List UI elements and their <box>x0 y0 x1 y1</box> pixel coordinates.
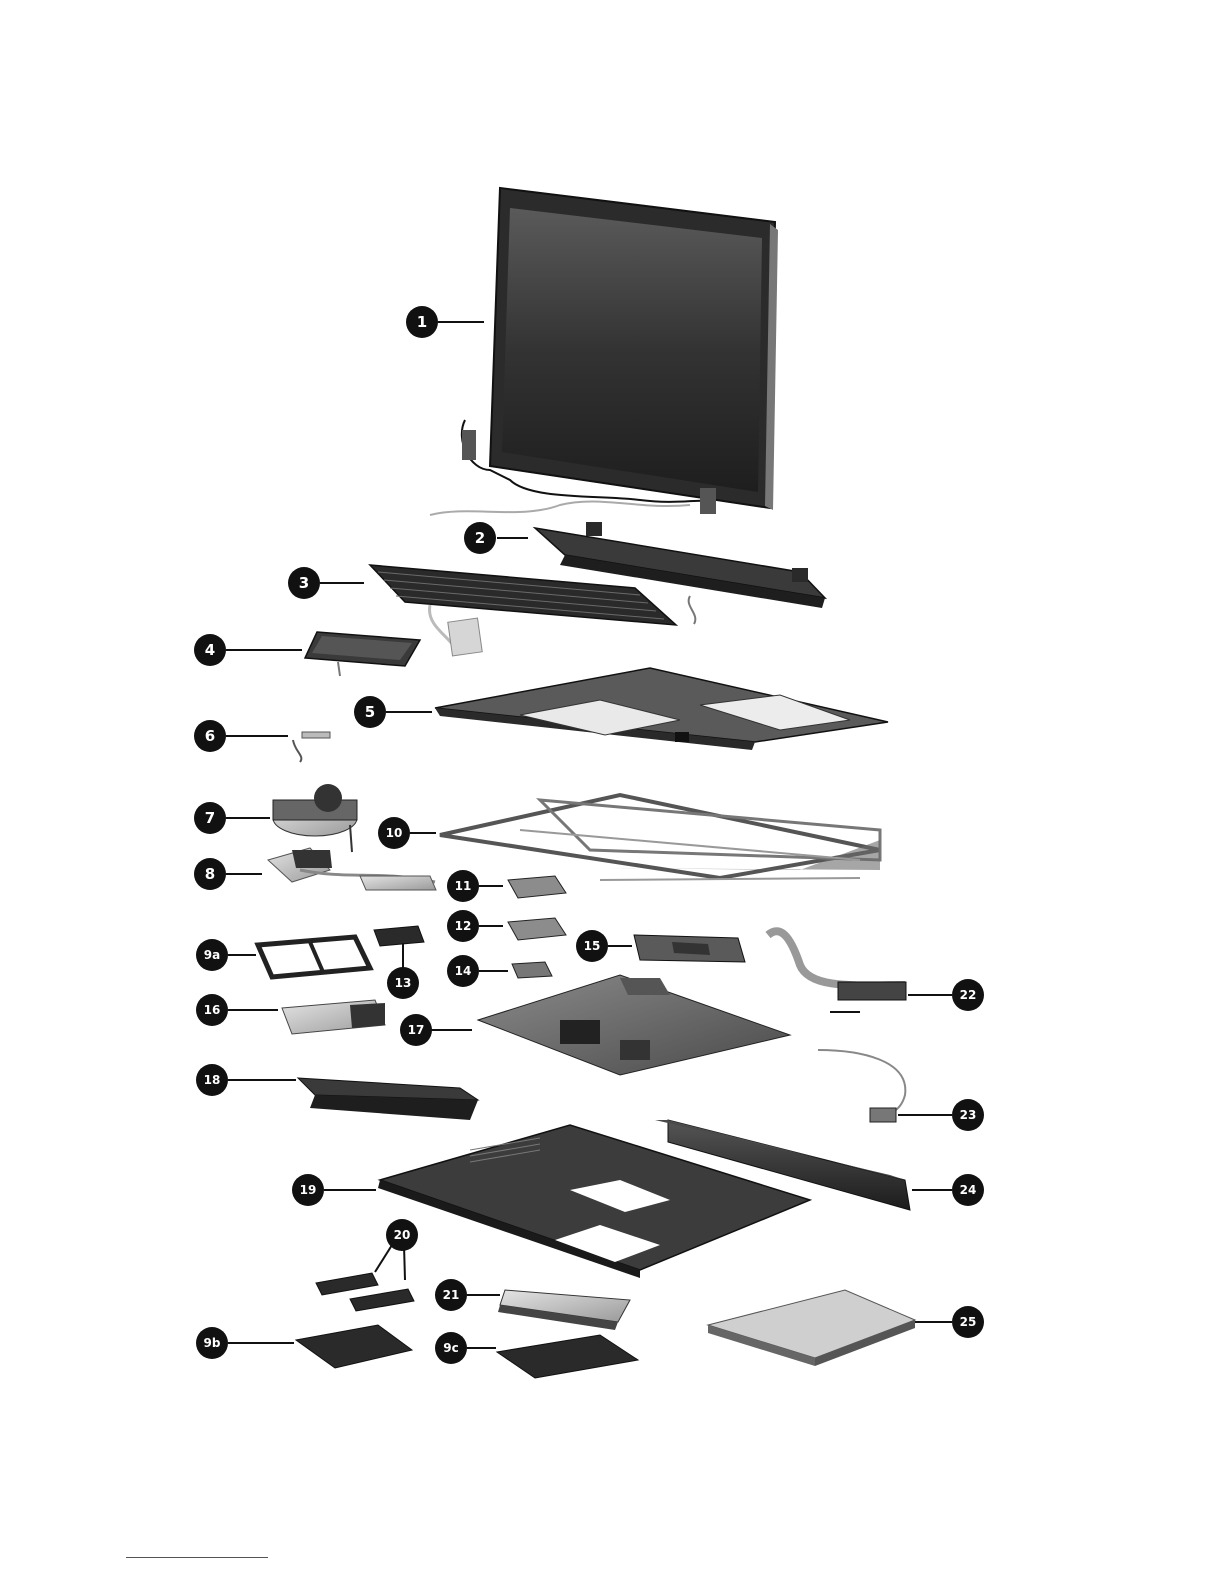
svg-text:14: 14 <box>455 964 472 978</box>
footer-rule <box>126 1557 268 1558</box>
callout-2: 2 <box>464 522 496 554</box>
svg-text:5: 5 <box>365 703 375 721</box>
svg-text:9c: 9c <box>443 1341 458 1355</box>
callout-19: 19 <box>292 1174 324 1206</box>
base-frame <box>440 795 880 880</box>
callout-9b: 9b <box>196 1327 228 1359</box>
callout-21: 21 <box>435 1279 467 1311</box>
heat-sink <box>268 848 436 890</box>
svg-text:25: 25 <box>960 1315 977 1329</box>
callout-3: 3 <box>288 567 320 599</box>
svg-text:9a: 9a <box>204 948 220 962</box>
svg-text:4: 4 <box>205 641 215 659</box>
callout-13: 13 <box>387 967 419 999</box>
cable-22 <box>768 931 906 1012</box>
callout-12: 12 <box>447 910 479 942</box>
touchpad <box>305 632 420 676</box>
callout-1: 1 <box>406 306 438 338</box>
callout-4: 4 <box>194 634 226 666</box>
svg-text:8: 8 <box>205 865 215 883</box>
processor <box>634 935 745 962</box>
svg-text:21: 21 <box>443 1288 460 1302</box>
svg-text:6: 6 <box>205 727 215 745</box>
top-cover <box>435 668 888 750</box>
module-11 <box>508 876 566 898</box>
svg-text:24: 24 <box>960 1183 977 1197</box>
svg-text:3: 3 <box>299 574 309 592</box>
module-13 <box>374 926 424 946</box>
svg-text:7: 7 <box>205 809 215 827</box>
callout-23: 23 <box>952 1099 984 1131</box>
svg-text:23: 23 <box>960 1108 977 1122</box>
svg-text:12: 12 <box>455 919 472 933</box>
callout-24: 24 <box>952 1174 984 1206</box>
svg-text:16: 16 <box>204 1003 221 1017</box>
svg-text:17: 17 <box>408 1023 425 1037</box>
svg-text:18: 18 <box>204 1073 221 1087</box>
callout-9c: 9c <box>435 1332 467 1364</box>
module-12 <box>508 918 566 940</box>
svg-text:20: 20 <box>394 1228 411 1242</box>
cover-9c <box>497 1335 638 1378</box>
callout-6: 6 <box>194 720 226 752</box>
display-assembly <box>430 188 778 515</box>
card-reader <box>282 1000 385 1034</box>
module-14 <box>512 962 552 978</box>
callout-20: 20 <box>386 1219 418 1251</box>
callout-16: 16 <box>196 994 228 1026</box>
memory-modules <box>316 1273 414 1311</box>
callout-10: 10 <box>378 817 410 849</box>
small-cable <box>293 732 330 762</box>
cable-23 <box>818 1050 905 1122</box>
svg-text:19: 19 <box>300 1183 317 1197</box>
cover-9a <box>258 937 370 977</box>
callout-7: 7 <box>194 802 226 834</box>
svg-text:9b: 9b <box>204 1336 221 1350</box>
fan <box>273 784 357 852</box>
callout-14: 14 <box>447 955 479 987</box>
svg-text:2: 2 <box>475 529 485 547</box>
svg-text:15: 15 <box>584 939 601 953</box>
svg-text:22: 22 <box>960 988 977 1002</box>
optical-drive <box>708 1290 915 1366</box>
callout-8: 8 <box>194 858 226 890</box>
callout-9a: 9a <box>196 939 228 971</box>
callout-5: 5 <box>354 696 386 728</box>
svg-text:13: 13 <box>395 976 412 990</box>
callout-18: 18 <box>196 1064 228 1096</box>
svg-text:1: 1 <box>417 313 427 331</box>
callout-15: 15 <box>576 930 608 962</box>
callout-17: 17 <box>400 1014 432 1046</box>
callout-25: 25 <box>952 1306 984 1338</box>
system-board <box>478 975 790 1075</box>
bracket-18 <box>298 1078 478 1120</box>
callout-22: 22 <box>952 979 984 1011</box>
svg-text:11: 11 <box>455 879 472 893</box>
cover-9b <box>296 1325 412 1368</box>
callout-11: 11 <box>447 870 479 902</box>
hard-drive <box>498 1290 630 1330</box>
svg-text:10: 10 <box>386 826 403 840</box>
